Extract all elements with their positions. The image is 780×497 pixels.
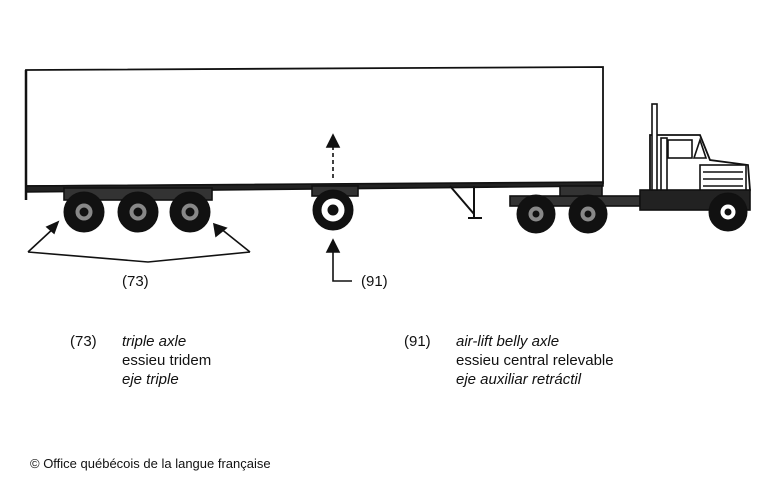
legend-code: (91) <box>404 333 431 350</box>
legend-term-es: eje triple <box>122 371 179 388</box>
copyright-notice: © Office québécois de la langue français… <box>30 456 271 471</box>
callout-73-label: (73) <box>122 273 149 290</box>
legend-term-es: eje auxiliar retráctil <box>456 371 582 388</box>
legend-term-en: air-lift belly axle <box>456 333 560 350</box>
legend-term-fr: essieu tridem <box>122 352 212 369</box>
trailer-body <box>25 66 604 187</box>
tridem-wheel-3 <box>169 191 211 233</box>
legend-term-en: triple axle <box>122 333 187 350</box>
tridem-wheel-1 <box>63 191 105 233</box>
exhaust-stack <box>651 103 658 191</box>
tridem-wheel-2 <box>117 191 159 233</box>
legend-code: (73) <box>70 333 97 350</box>
tractor-drive-wheel-1 <box>516 194 556 234</box>
callout-91-label: (91) <box>361 273 388 290</box>
tractor-drive-wheel-2 <box>568 194 608 234</box>
legend-term-fr: essieu central relevable <box>456 352 614 369</box>
belly-axle-wheel <box>312 189 354 231</box>
callout-73-arrows <box>27 220 251 263</box>
callout-91-arrow <box>325 238 352 282</box>
tractor-front-wheel <box>708 192 748 232</box>
landing-gear <box>449 185 482 219</box>
